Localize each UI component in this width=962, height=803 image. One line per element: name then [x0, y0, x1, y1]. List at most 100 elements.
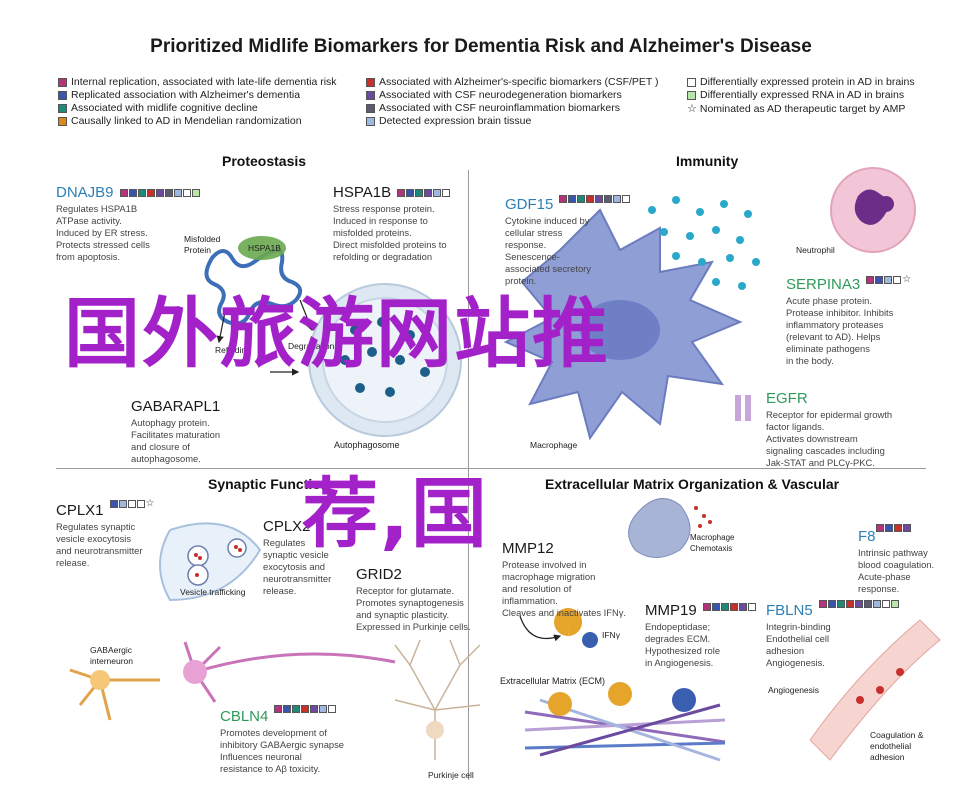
evidence-squares: [559, 194, 631, 203]
evidence-squares: [702, 602, 756, 611]
section-title-proteostasis: Proteostasis: [222, 153, 307, 169]
gene-name: HSPA1B: [333, 184, 392, 201]
desc-line: resistance to Aβ toxicity.: [220, 763, 321, 774]
desc-line: release.: [56, 557, 90, 568]
gene-description: Autophagy protein.Facilitates maturation…: [131, 417, 220, 465]
purkinje-neuron-icon: [394, 639, 481, 760]
desc-line: misfolded proteins.: [333, 227, 412, 238]
legend-swatch: [687, 77, 696, 87]
desc-line: neurotransmitter: [263, 573, 332, 584]
gene-name: SERPINA3: [786, 276, 861, 293]
misfolded-protein-icon: [204, 248, 303, 326]
gene-name: GABARAPL1: [131, 398, 221, 415]
legend-text: Replicated association with Alzheimer's …: [71, 89, 301, 101]
legend-swatch: [58, 116, 67, 126]
macrophage-chemotaxis-icon: [628, 498, 691, 558]
legend-text: Detected expression brain tissue: [379, 115, 532, 127]
gene-name: EGFR: [766, 390, 808, 407]
interneuron-icon: [183, 641, 396, 703]
legend-text: Differentially expressed RNA in AD in br…: [700, 89, 905, 101]
legend-text: Causally linked to AD in Mendelian rando…: [71, 115, 302, 127]
desc-line: inflammatory proteases: [786, 319, 884, 330]
desc-line: cellular stress: [505, 227, 563, 238]
desc-line: adhesion: [766, 645, 805, 656]
desc-line: and synaptic plasticity.: [356, 609, 450, 620]
legend-swatch: [366, 116, 375, 126]
desc-line: Stress response protein.: [333, 203, 435, 214]
purkinje-label: Purkinje cell: [428, 770, 474, 780]
hspa1b-protein-icon: [238, 236, 286, 260]
desc-line: in the body.: [786, 355, 834, 366]
gene-description: Acute phase protein.Protease inhibitor. …: [786, 295, 911, 367]
gene-gabarapl1: GABARAPL1 Autophagy protein.Facilitates …: [131, 398, 220, 465]
legend-swatch: [58, 103, 67, 113]
gene-name: GDF15: [505, 196, 554, 213]
desc-line: Autophagy protein.: [131, 417, 210, 428]
desc-line: eliminate pathogens: [786, 343, 870, 354]
desc-line: and resolution of: [502, 583, 572, 594]
legend-swatch: [366, 103, 375, 113]
desc-line: inflammation.: [502, 595, 558, 606]
label-line: adhesion: [870, 752, 905, 762]
legend-swatch: [687, 90, 696, 100]
desc-line: in Angiogenesis.: [645, 657, 714, 668]
legend-item-star: ☆Nominated as AD therapeutic target by A…: [687, 102, 905, 116]
desc-line: Jak-STAT and PLCγ-PKC.: [766, 457, 875, 468]
legend-item-lightgreen: Differentially expressed RNA in AD in br…: [687, 89, 904, 101]
label-line: Coagulation &: [870, 730, 924, 740]
label-line: Protein: [184, 245, 211, 255]
gene-description: Receptor for glutamate.Promotes synaptog…: [356, 585, 471, 633]
desc-line: release.: [263, 585, 297, 596]
desc-line: vesicle exocytosis: [56, 533, 132, 544]
gene-mmp19: MMP19 Endopeptidase;degrades ECM.Hypothe…: [645, 602, 756, 669]
legend-item-blue: Replicated association with Alzheimer's …: [58, 89, 300, 101]
desc-line: Cytokine induced by: [505, 215, 590, 226]
desc-line: Promotes synaptogenesis: [356, 597, 464, 608]
evidence-squares: [875, 524, 911, 532]
legend-text: Associated with midlife cognitive declin…: [71, 102, 258, 114]
gabaergic-neuron-icon: [69, 668, 160, 721]
desc-line: Senescence-: [505, 251, 560, 262]
legend-item-orange: Causally linked to AD in Mendelian rando…: [58, 115, 302, 127]
desc-line: Regulates synaptic: [56, 521, 136, 532]
legend: Internal replication, associated with la…: [58, 76, 938, 128]
desc-line: Induced by ER stress.: [56, 227, 148, 238]
desc-line: Promotes development of: [220, 727, 327, 738]
watermark-line-1: 国外旅游网站推: [64, 289, 610, 378]
legend-text: Associated with CSF neurodegeneration bi…: [379, 89, 622, 101]
gene-name: DNAJB9: [56, 184, 114, 201]
desc-line: degrades ECM.: [645, 633, 711, 644]
watermark-line-2: 荐,国: [302, 469, 489, 558]
desc-line: protein.: [505, 275, 537, 286]
blood-vessel-icon: [809, 619, 941, 761]
desc-line: refolding or degradation: [333, 251, 433, 262]
figure-title: Prioritized Midlife Biomarkers for Demen…: [150, 36, 812, 57]
legend-item-lightblue: Detected expression brain tissue: [366, 115, 531, 127]
desc-line: ATPase activity.: [56, 215, 122, 226]
desc-line: Acute phase protein.: [786, 295, 872, 306]
label-line: Misfolded: [184, 234, 221, 244]
gene-name: CBLN4: [220, 708, 269, 725]
legend-item-purple: Associated with CSF neurodegeneration bi…: [366, 89, 622, 101]
neutrophil-label: Neutrophil: [796, 245, 835, 255]
gene-name: MMP12: [502, 540, 554, 557]
desc-line: autophagosome.: [131, 453, 201, 464]
desc-line: Cleaves and inactivates IFNγ.: [502, 607, 627, 618]
legend-text: Internal replication, associated with la…: [71, 76, 337, 88]
desc-line: Regulates HSPA1B: [56, 203, 138, 214]
gene-name: FBLN5: [766, 602, 813, 619]
angiogenesis-label: Angiogenesis: [768, 685, 820, 695]
section-title-synaptic: Synaptic Function: [208, 476, 330, 492]
